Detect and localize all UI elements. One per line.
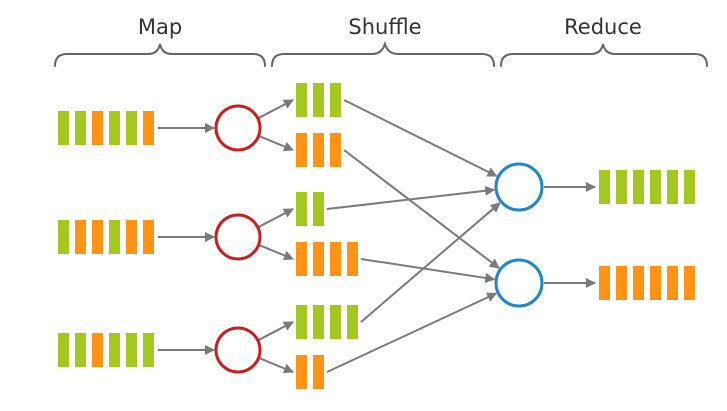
record-cell-green: [347, 305, 358, 339]
arrow-mapper-to-partition: [257, 99, 294, 120]
record-cell-green: [650, 170, 661, 204]
arrow-mapper-to-partition: [258, 356, 294, 374]
input-split-2: [58, 220, 154, 254]
record-cell-orange: [126, 220, 137, 254]
input-split-3: [58, 333, 154, 367]
reducer-node-1: [494, 162, 544, 212]
brace-shuffle: [271, 40, 495, 67]
record-cell-orange: [143, 220, 154, 254]
record-cell-green: [330, 83, 341, 117]
record-cell-orange: [296, 355, 307, 389]
record-cell-green: [109, 220, 120, 254]
phase-label-shuffle: Shuffle: [348, 15, 421, 39]
arrow-partition-to-reducer: [326, 185, 496, 210]
record-cell-orange: [330, 133, 341, 167]
shuffle-partition-3: [296, 192, 324, 226]
nodes: [214, 104, 544, 374]
record-cell-orange: [143, 111, 154, 145]
record-cell-orange: [599, 266, 610, 300]
record-cell-green: [684, 170, 695, 204]
record-cell-orange: [296, 133, 307, 167]
shuffle-partition-6: [296, 355, 324, 389]
record-cell-orange: [75, 220, 86, 254]
shuffle-partition-4: [296, 242, 358, 276]
record-cell-green: [313, 192, 324, 226]
record-cell-green: [58, 333, 69, 367]
record-cell-orange: [296, 242, 307, 276]
record-cell-orange: [684, 266, 695, 300]
record-cell-green: [75, 333, 86, 367]
record-cell-orange: [650, 266, 661, 300]
shuffle-partition-5: [296, 305, 358, 339]
mapper-node-3: [214, 326, 262, 374]
record-cell-green: [313, 83, 324, 117]
record-cell-green: [616, 170, 627, 204]
arrow-mapper-to-partition: [257, 208, 294, 229]
arrow-partition-to-reducer: [343, 99, 498, 177]
record-cell-orange: [633, 266, 644, 300]
record-cell-green: [667, 170, 678, 204]
record-cell-green: [75, 111, 86, 145]
record-cell-orange: [347, 242, 358, 276]
shuffle-partition-2: [296, 133, 341, 167]
shuffle-partition-1: [296, 83, 341, 117]
record-cell-green: [599, 170, 610, 204]
record-cell-green: [58, 111, 69, 145]
record-cell-green: [296, 83, 307, 117]
record-cell-orange: [313, 355, 324, 389]
record-cell-green: [296, 305, 307, 339]
record-cell-orange: [92, 111, 103, 145]
arrow-partition-to-reducer: [360, 258, 496, 283]
brace-reduce: [500, 43, 708, 67]
record-cell-green: [109, 111, 120, 145]
mapper-node-2: [214, 213, 262, 261]
arrow-partition-to-reducer: [360, 202, 501, 323]
mapper-node-1: [214, 104, 262, 152]
record-cell-orange: [667, 266, 678, 300]
record-cell-green: [313, 305, 324, 339]
output-result-2: [599, 266, 695, 300]
record-cell-orange: [92, 333, 103, 367]
brace-map: [54, 43, 266, 67]
phase-label-reduce: Reduce: [564, 15, 642, 39]
record-cell-green: [58, 220, 69, 254]
reducer-node-2: [494, 258, 544, 308]
record-cell-green: [143, 333, 154, 367]
arrow-mapper-to-partition: [257, 321, 294, 342]
output-result-1: [599, 170, 695, 204]
arrow-partition-to-reducer: [343, 149, 500, 269]
record-cell-green: [296, 192, 307, 226]
record-cell-green: [126, 111, 137, 145]
record-cell-green: [109, 333, 120, 367]
record-cell-green: [330, 305, 341, 339]
arrow-partition-to-reducer: [326, 292, 498, 373]
record-cell-orange: [313, 133, 324, 167]
phase-label-map: Map: [138, 15, 182, 39]
input-split-1: [58, 111, 154, 145]
record-cell-green: [633, 170, 644, 204]
record-cell-orange: [616, 266, 627, 300]
arrow-mapper-to-partition: [258, 134, 294, 152]
arrows: [158, 99, 596, 374]
record-cell-orange: [330, 242, 341, 276]
arrow-mapper-to-partition: [258, 243, 294, 261]
record-cell-green: [126, 333, 137, 367]
record-cell-orange: [313, 242, 324, 276]
record-blocks: [58, 83, 695, 389]
record-cell-orange: [92, 220, 103, 254]
